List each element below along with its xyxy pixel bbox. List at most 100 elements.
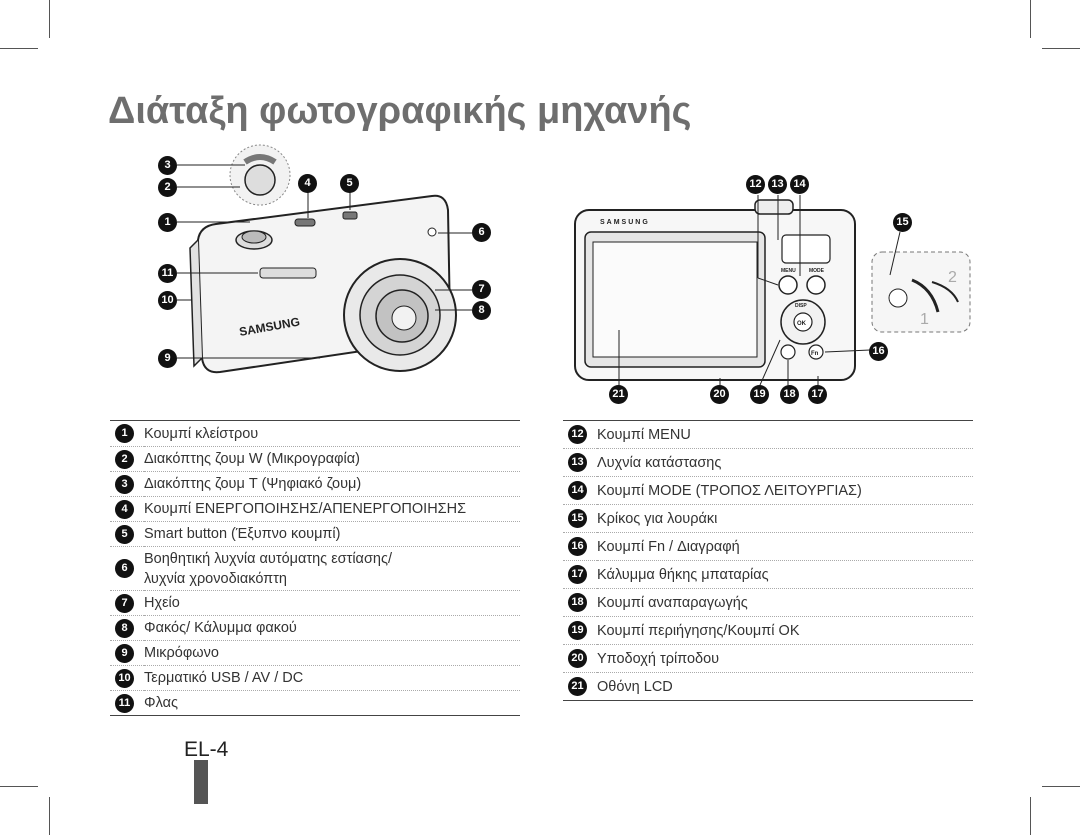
legend-text: Οθόνη LCD [597, 672, 973, 701]
callout-6: 6 [472, 223, 491, 242]
legend-text: Υποδοχή τρίποδου [597, 644, 973, 673]
strap-step-1: 1 [920, 311, 929, 328]
ok-button-label: OK [797, 321, 807, 327]
legend-row: 19 Κουμπί περιήγησης/Κουμπί OK [563, 616, 973, 645]
legend-text: Κουμπί αναπαραγωγής [597, 588, 973, 617]
legend-row: 7 Ηχείο [110, 590, 520, 616]
callout-7: 7 [472, 280, 491, 299]
legend-row: 18 Κουμπί αναπαραγωγής [563, 588, 973, 617]
legend-text-line-2: λυχνία χρονοδιακόπτη [144, 570, 287, 587]
legend-number: 15 [568, 509, 587, 528]
legend-text: Ηχείο [144, 590, 520, 616]
legend-text: Κουμπί MODE (ΤΡΟΠΟΣ ΛΕΙΤΟΥΡΓΙΑΣ) [597, 476, 973, 505]
crop-mark [1042, 786, 1080, 787]
crop-mark [1030, 797, 1031, 835]
callout-10: 10 [158, 291, 177, 310]
legend-text: Κουμπί περιήγησης/Κουμπί OK [597, 616, 973, 645]
callout-17: 17 [808, 385, 827, 404]
page-title: Διάταξη φωτογραφικής μηχανής [108, 90, 692, 132]
legend-row: 3 Διακόπτης ζουμ T (Ψηφιακό ζουμ) [110, 471, 520, 497]
crop-mark [49, 797, 50, 835]
legend-row: 21 Οθόνη LCD [563, 672, 973, 701]
crop-mark [49, 0, 50, 38]
legend-row: 10 Τερματικό USB / AV / DC [110, 665, 520, 691]
callout-3: 3 [158, 156, 177, 175]
fn-button-label: Fn [811, 351, 819, 357]
callout-13: 13 [768, 175, 787, 194]
callout-8: 8 [472, 301, 491, 320]
callout-16: 16 [869, 342, 888, 361]
legend-text: Διακόπτης ζουμ T (Ψηφιακό ζουμ) [144, 471, 520, 497]
legend-text: Φλας [144, 690, 520, 716]
page-number: EL-4 [184, 738, 229, 761]
callout-19: 19 [750, 385, 769, 404]
section-tab-marker [194, 760, 208, 804]
legend-text: Λυχνία κατάστασης [597, 448, 973, 477]
legend-number: 11 [115, 693, 134, 713]
disp-label: DISP [795, 303, 807, 309]
legend-number: 18 [568, 593, 587, 612]
legend-text: Smart button (Έξυπνο κουμπί) [144, 521, 520, 547]
legend-row: 9 Μικρόφωνο [110, 640, 520, 666]
menu-button-label: MENU [781, 268, 796, 274]
legend-row: 14 Κουμπί MODE (ΤΡΟΠΟΣ ΛΕΙΤΟΥΡΓΙΑΣ) [563, 476, 973, 505]
legend-row: 15 Κρίκος για λουράκι [563, 504, 973, 533]
legend-row: 16 Κουμπί Fn / Διαγραφή [563, 532, 973, 561]
legend-number: 3 [115, 474, 134, 494]
legend-text: Κρίκος για λουράκι [597, 504, 973, 533]
legend-text: Κουμπί MENU [597, 420, 973, 449]
legend-text: Τερματικό USB / AV / DC [144, 665, 520, 691]
legend-number: 16 [568, 537, 587, 556]
legend-number: 7 [115, 593, 134, 613]
legend-row: 2 Διακόπτης ζουμ W (Μικρογραφία) [110, 446, 520, 472]
legend-number: 8 [115, 618, 134, 638]
crop-mark [0, 786, 38, 787]
crop-mark [1030, 0, 1031, 38]
back-brand-label: SAMSUNG [600, 219, 650, 226]
callout-2: 2 [158, 178, 177, 197]
legend-row: 11 Φλας [110, 690, 520, 716]
legend-text: Φακός/ Κάλυμμα φακού [144, 615, 520, 641]
callout-12: 12 [746, 175, 765, 194]
legend-row: 8 Φακός/ Κάλυμμα φακού [110, 615, 520, 641]
legend-text: Μικρόφωνο [144, 640, 520, 666]
legend-number: 14 [568, 481, 587, 500]
callout-5: 5 [340, 174, 359, 193]
legend-number: 9 [115, 643, 134, 663]
front-camera-illustration: SAMSUNG [177, 144, 472, 374]
legend-text: Κουμπί ΕΝΕΡΓΟΠΟΙΗΣΗΣ/ΑΠΕΝΕΡΓΟΠΟΙΗΣΗΣ [144, 496, 520, 522]
legend-number: 2 [115, 449, 134, 469]
mode-button-label: MODE [809, 268, 825, 274]
callout-18: 18 [780, 385, 799, 404]
legend-text: Κουμπί Fn / Διαγραφή [597, 532, 973, 561]
legend-text: Κουμπί κλείστρου [144, 420, 520, 447]
legend-number: 19 [568, 621, 587, 640]
callout-14: 14 [790, 175, 809, 194]
legend-text: Βοηθητική λυχνία αυτόματης εστίασης/λυχν… [144, 546, 520, 591]
callout-1: 1 [158, 213, 177, 232]
callout-4: 4 [298, 174, 317, 193]
legend-number: 5 [115, 524, 134, 544]
back-camera-illustration: SAMSUNG MENU MODE OK DISP Fn 2 1 [574, 195, 971, 386]
legend-number: 21 [568, 677, 587, 696]
crop-mark [1042, 48, 1080, 49]
legend-text-line-1: Βοηθητική λυχνία αυτόματης εστίασης/ [144, 550, 392, 567]
callout-9: 9 [158, 349, 177, 368]
legend-number: 13 [568, 453, 587, 472]
callout-20: 20 [710, 385, 729, 404]
callout-21: 21 [609, 385, 628, 404]
legend-text: Διακόπτης ζουμ W (Μικρογραφία) [144, 446, 520, 472]
callout-11: 11 [158, 264, 177, 283]
legend-number: 4 [115, 499, 134, 519]
callout-15: 15 [893, 213, 912, 232]
legend-row: 4 Κουμπί ΕΝΕΡΓΟΠΟΙΗΣΗΣ/ΑΠΕΝΕΡΓΟΠΟΙΗΣΗΣ [110, 496, 520, 522]
legend-number: 17 [568, 565, 587, 584]
legend-number: 10 [115, 668, 134, 688]
